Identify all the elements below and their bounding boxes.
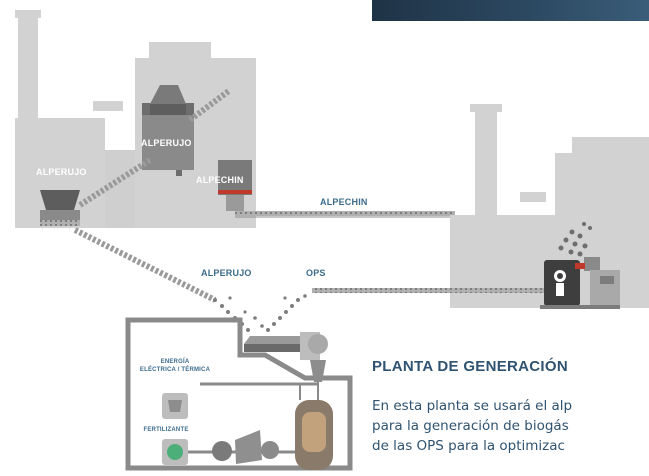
diagonal-conveyors xyxy=(73,87,232,303)
body-line-3: de las OPS para la optimizac xyxy=(372,438,565,454)
section-title: PLANTA DE GENERACIÓN xyxy=(372,358,569,375)
top-banner xyxy=(372,0,649,21)
label-alperujo-line: ALPERUJO xyxy=(201,268,252,278)
label-energia-line1: ENERGÍA xyxy=(160,359,190,365)
label-energia: ENERGÍA ELÉCTRICA / TÉRMICA xyxy=(130,358,220,374)
label-fertilizante: FERTILIZANTE xyxy=(143,427,189,433)
pipeline-bottom xyxy=(188,384,333,470)
left-factory xyxy=(15,10,256,228)
label-alpechin-line: ALPECHIN xyxy=(320,197,368,207)
label-alperujo-hopper: ALPERUJO xyxy=(141,138,192,148)
label-energia-line2: ELÉCTRICA / TÉRMICA xyxy=(139,367,211,373)
bottom-plant xyxy=(125,317,353,471)
ops-conveyor xyxy=(312,288,544,293)
left-hopper xyxy=(40,190,80,226)
body-line-2: para la generación de biogás xyxy=(372,418,569,434)
alperujo-hopper xyxy=(142,85,194,176)
alpechin-tank xyxy=(218,160,252,211)
body-line-1: En esta planta se usará el alp xyxy=(372,398,573,414)
label-alpechin-tank: ALPECHIN xyxy=(196,175,244,185)
label-alperujo-left: ALPERUJO xyxy=(36,167,87,177)
label-ops-line: OPS xyxy=(306,268,326,278)
fertilizer-module xyxy=(162,439,188,465)
alpechin-conveyor xyxy=(235,211,455,218)
energy-module xyxy=(162,393,188,419)
ops-machine xyxy=(540,222,620,309)
